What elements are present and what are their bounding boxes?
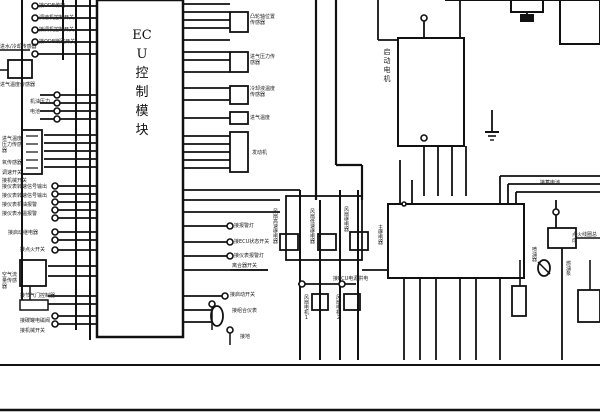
fan-motor-2 bbox=[343, 293, 361, 311]
left-label: 接ODB传输 bbox=[39, 3, 66, 9]
mid-label: 接组合仪表 bbox=[232, 308, 258, 314]
mid-label: 接启动开关 bbox=[230, 292, 256, 298]
left-label: 接点火开关 bbox=[20, 247, 46, 253]
left-label: 接仪表转速信号输出 bbox=[2, 193, 48, 199]
far-right-box bbox=[559, 0, 600, 45]
left-connector-box bbox=[21, 129, 43, 175]
left-label: 接机械开关 bbox=[20, 328, 46, 334]
starter-motor-box bbox=[397, 37, 465, 147]
left-label: 空气流量传感器 bbox=[2, 272, 18, 290]
mid-label: 接地 bbox=[240, 334, 251, 340]
coolant-sensor-box bbox=[229, 85, 249, 105]
cam-sensor-box bbox=[229, 11, 249, 33]
left-label: 接仪表水温报警 bbox=[2, 211, 38, 217]
air-flow-sensor-box bbox=[19, 259, 47, 287]
fan-label: 接ECU电源供电 bbox=[333, 276, 369, 282]
ecu-title: ECU控制模块 bbox=[132, 28, 152, 138]
pump-circle bbox=[537, 259, 551, 277]
fan-label: 风扇低速继电器 bbox=[310, 209, 316, 245]
left-label: 调速开关 bbox=[2, 170, 23, 176]
relay-top-block bbox=[520, 14, 534, 22]
left-label: 接ODB断路开关 bbox=[39, 39, 76, 45]
fan-motor-1 bbox=[311, 293, 329, 311]
right-label: 点火线圈总成 bbox=[572, 232, 598, 244]
mid-label: 发动机 bbox=[252, 150, 268, 156]
fan-relay-frame bbox=[285, 195, 363, 261]
right-edge-box bbox=[577, 289, 600, 323]
fan-relay-low bbox=[317, 233, 337, 251]
left-label: 氧传感器 bbox=[2, 160, 23, 166]
fan-label: 主继电器 bbox=[378, 225, 384, 246]
left-label: 接仪表机油报警 bbox=[2, 202, 38, 208]
injector-box bbox=[511, 285, 527, 317]
left-label: 接机械开关 bbox=[2, 178, 28, 184]
fan-label: 风扇继电器 bbox=[344, 207, 350, 233]
right-label: 燃油泵 bbox=[566, 261, 572, 277]
mid-label: 冷却液温度传感器 bbox=[250, 86, 276, 98]
starter-motor-label: 启动电机 bbox=[383, 48, 391, 83]
main-output-block bbox=[387, 203, 525, 279]
left-label: 接碳罐电磁阀 bbox=[20, 318, 51, 324]
left-label: 接调机控制开关 bbox=[39, 27, 75, 33]
mid-label: 接报警灯 bbox=[234, 223, 255, 229]
left-label: 接节气门控制器 bbox=[20, 293, 56, 299]
left-label: 进水/冷却传感器 bbox=[0, 44, 37, 50]
map-sensor-box bbox=[229, 51, 249, 73]
mid-label: 进气压力传感器 bbox=[250, 54, 276, 66]
engine-connector-box bbox=[229, 131, 249, 173]
clutch-switch-loop bbox=[210, 305, 224, 327]
left-label: 进气温度传感器 bbox=[0, 82, 36, 88]
fan-label: 风扇高速继电器 bbox=[273, 209, 279, 245]
mid-label: 接仪表报警灯 bbox=[234, 253, 265, 259]
mid-label: 接ECU状态开关 bbox=[234, 239, 270, 245]
fan-label: 风扇电机2 bbox=[336, 295, 342, 321]
left-sensor-box-1 bbox=[7, 59, 33, 79]
fan-relay bbox=[349, 231, 369, 251]
mid-label: 进气温度 bbox=[250, 115, 271, 121]
mid-label: 离合器开关 bbox=[232, 263, 258, 269]
mid-label: 凸轮轴位置传感器 bbox=[250, 14, 276, 26]
left-label: 接启动继电器 bbox=[8, 230, 39, 236]
left-label: 电池 bbox=[30, 109, 41, 115]
intake-temp-box bbox=[229, 111, 249, 125]
left-label: 机油压力 bbox=[30, 99, 51, 105]
left-label: 进气温度压力传感器 bbox=[2, 136, 23, 154]
fan-relay-high bbox=[279, 233, 299, 251]
fan-label: 风扇电机1 bbox=[304, 295, 310, 321]
throttle-box bbox=[19, 299, 49, 311]
right-label: 接蓄电池 bbox=[540, 180, 561, 186]
right-label: 喷油器 bbox=[532, 247, 538, 263]
left-label: 调速机控制开关 bbox=[39, 15, 75, 21]
left-label: 接仪表转速信号输出 bbox=[2, 184, 48, 190]
